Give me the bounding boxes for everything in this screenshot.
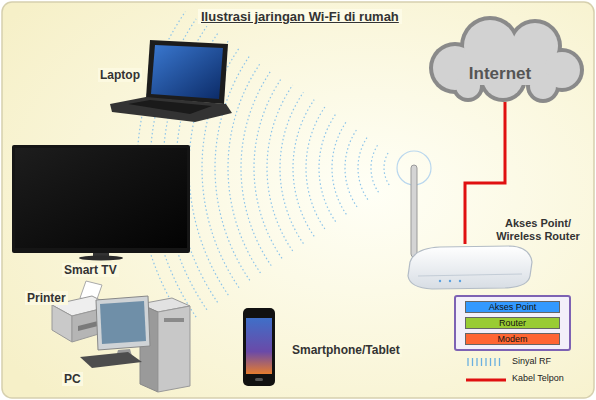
legend-rf-sample — [476, 358, 477, 366]
rf-wave — [345, 129, 357, 207]
rf-wave — [319, 114, 336, 221]
tv-frame — [12, 145, 190, 253]
tower-front — [158, 306, 190, 392]
layer-label: Modem — [497, 334, 527, 344]
tv-base — [79, 256, 123, 261]
legend-rf-sample — [467, 358, 468, 366]
legend-rf-sample — [485, 358, 486, 366]
legend-cable-sample — [466, 379, 506, 382]
printer-side — [52, 305, 72, 342]
keyboard — [80, 352, 142, 368]
tv-screen — [15, 148, 187, 248]
laptop-keys — [128, 100, 212, 114]
legend-rf-sample — [490, 358, 491, 366]
router-edge — [418, 274, 522, 276]
rf-wave — [254, 78, 282, 259]
device-label: Printer — [25, 291, 68, 305]
rf-wave — [371, 144, 379, 193]
pc-icon — [80, 296, 190, 392]
router-led — [439, 280, 441, 282]
legend-label: Kabel Telpon — [512, 373, 564, 384]
legend-rf-sample — [499, 358, 500, 366]
monitor-frame — [96, 296, 150, 350]
rf-wave — [384, 151, 389, 185]
router-led — [449, 280, 451, 282]
tv-icon — [12, 145, 190, 261]
laptop-deck — [110, 97, 232, 122]
router-body — [408, 246, 532, 289]
layer-stack-frame — [455, 296, 570, 350]
device-label: Akses Point/ Wireless Router — [485, 217, 591, 243]
device-label: Laptop — [98, 68, 142, 82]
legend-label: Sinyal RF — [512, 356, 551, 367]
legend-rf-sample — [494, 358, 495, 366]
router-led — [459, 280, 461, 282]
rf-wave — [228, 63, 260, 273]
laptop-lid — [146, 40, 228, 104]
layer-label: Router — [499, 318, 526, 328]
router-antenna — [411, 165, 417, 257]
layer-bar: Router — [465, 317, 560, 329]
phone-screen — [246, 318, 272, 374]
tower-drive — [164, 318, 184, 322]
rf-wave — [358, 136, 368, 199]
legend-samples — [466, 358, 506, 380]
device-label: Smart TV — [62, 263, 119, 277]
phone-body — [243, 308, 275, 386]
rf-wave — [306, 107, 325, 229]
legend-rf-sample — [481, 358, 482, 366]
laptop-screen — [151, 45, 223, 99]
layer-label: Akses Point — [489, 302, 537, 312]
layer-bar: Akses Point — [465, 301, 560, 313]
rf-wave — [332, 122, 346, 215]
phone-icon — [243, 308, 275, 386]
rf-wave — [280, 92, 303, 243]
diagram-title: Ilustrasi jaringan Wi-Fi di rumah — [198, 9, 402, 24]
legend-rf-sample — [472, 358, 473, 366]
cloud-label: Internet — [430, 45, 570, 102]
layer-bar: Modem — [465, 333, 560, 345]
device-label: Smartphone/Tablet — [290, 343, 402, 357]
cloud-icon — [429, 16, 584, 103]
router-box: Akses Point/ Wireless Router — [403, 244, 533, 288]
monitor-screen — [100, 301, 146, 344]
rf-wave — [293, 100, 314, 237]
rf-wave — [267, 85, 293, 251]
phone-button — [255, 378, 263, 381]
node-label: Internet — [469, 64, 531, 84]
phone-cable — [465, 102, 505, 244]
device-label: PC — [62, 372, 83, 386]
rf-wave — [241, 70, 271, 265]
